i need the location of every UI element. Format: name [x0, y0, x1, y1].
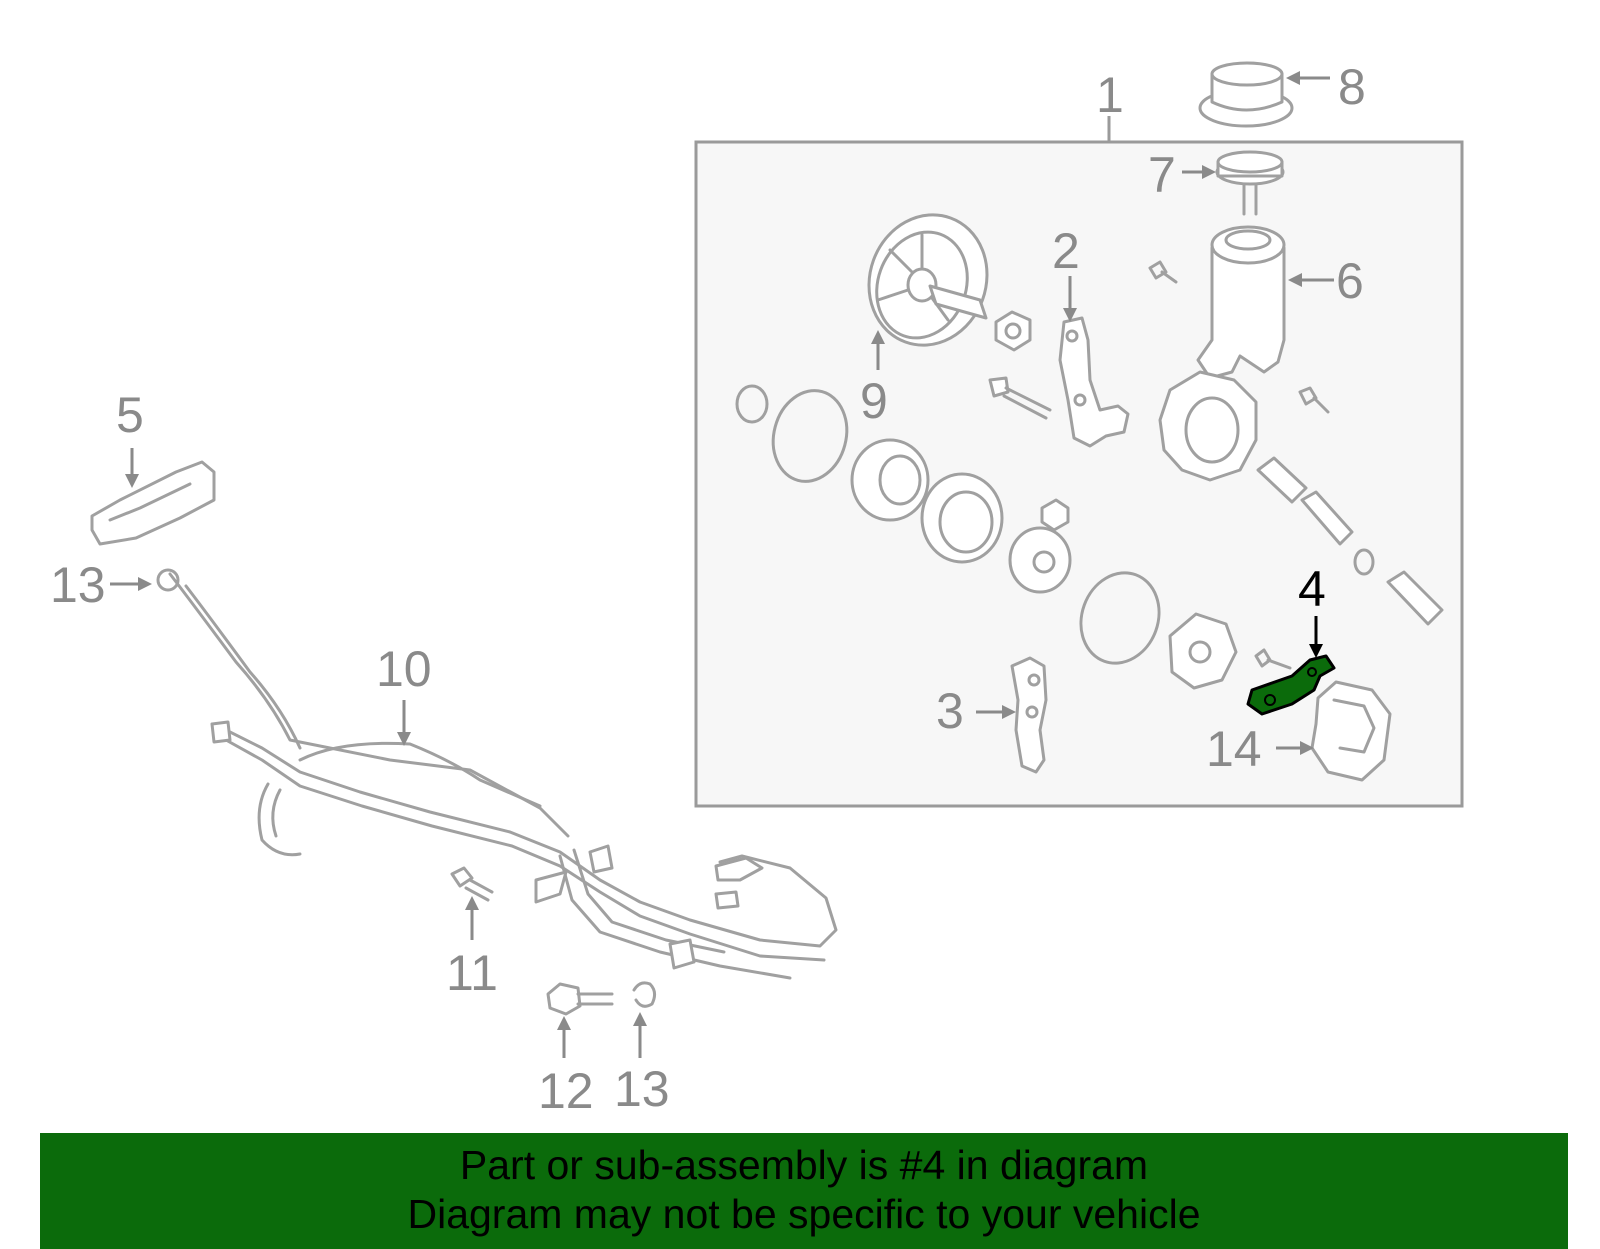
part-14-cover[interactable]	[1310, 680, 1392, 782]
part-11-bolt[interactable]	[450, 866, 494, 902]
callout-12: 12	[538, 1063, 594, 1119]
callout-1: 1	[1096, 67, 1124, 123]
arrow-8	[1286, 71, 1330, 85]
arrow-9	[871, 330, 885, 370]
callout-14: 14	[1206, 721, 1262, 777]
arrow-13-lower	[633, 1012, 647, 1058]
arrow-12	[557, 1016, 571, 1058]
part-bolt-a	[988, 376, 1052, 420]
part-12-bolt[interactable]	[546, 982, 614, 1016]
arrow-10	[397, 700, 411, 746]
part-bolt-d	[1254, 648, 1292, 670]
arrow-14	[1276, 741, 1314, 755]
arrow-4	[1309, 616, 1323, 658]
part-o-ring-small	[735, 384, 769, 424]
part-bolt-b	[1148, 260, 1178, 284]
callout-7: 7	[1148, 147, 1176, 203]
footer-line-2: Diagram may not be specific to your vehi…	[407, 1191, 1201, 1237]
part-cam-ring	[920, 472, 1004, 564]
part-small-block	[1040, 498, 1070, 532]
part-2-bracket[interactable]	[1058, 316, 1130, 448]
callout-3: 3	[936, 683, 964, 739]
arrow-5	[125, 448, 139, 488]
part-4-bracket-highlighted[interactable]	[1246, 654, 1336, 716]
callout-2: 2	[1052, 223, 1080, 279]
footer-banner: Part or sub-assembly is #4 in diagram Di…	[40, 1133, 1568, 1249]
arrow-6	[1288, 273, 1334, 287]
part-gasket	[1079, 571, 1161, 665]
callout-11: 11	[446, 945, 498, 1001]
part-6-reservoir[interactable]	[1196, 225, 1286, 380]
part-5-shield[interactable]	[90, 460, 216, 546]
part-9-pulley[interactable]	[851, 198, 1005, 362]
part-8-cap[interactable]	[1198, 61, 1294, 128]
callout-6: 6	[1336, 253, 1364, 309]
arrow-13-upper	[110, 577, 152, 591]
callout-9: 9	[860, 373, 888, 429]
part-13-clamp-lower[interactable]	[632, 981, 657, 1008]
arrow-2	[1063, 276, 1077, 322]
part-o-ring-large	[771, 389, 849, 483]
callout-13-lower: 13	[614, 1061, 670, 1117]
callout-13-upper: 13	[50, 557, 106, 613]
arrow-11	[465, 896, 479, 940]
footer-line-1: Part or sub-assembly is #4 in diagram	[459, 1142, 1149, 1188]
part-rotor-vanes	[1008, 526, 1072, 594]
part-7-dipstick-cap[interactable]	[1215, 150, 1285, 216]
part-10-hose-assembly[interactable]	[156, 568, 838, 980]
part-flow-valve	[1256, 456, 1444, 626]
arrow-7	[1182, 165, 1216, 179]
callout-4: 4	[1298, 561, 1326, 617]
callout-10: 10	[376, 641, 432, 697]
part-side-plate	[1168, 612, 1238, 690]
part-3-bracket[interactable]	[1010, 656, 1048, 774]
callout-5: 5	[116, 387, 144, 443]
part-nut	[994, 310, 1032, 352]
callout-8: 8	[1338, 59, 1366, 115]
part-pump-housing[interactable]	[1158, 370, 1258, 482]
part-rotor	[850, 438, 930, 522]
arrow-3	[976, 705, 1016, 719]
part-bolt-c	[1298, 386, 1330, 414]
